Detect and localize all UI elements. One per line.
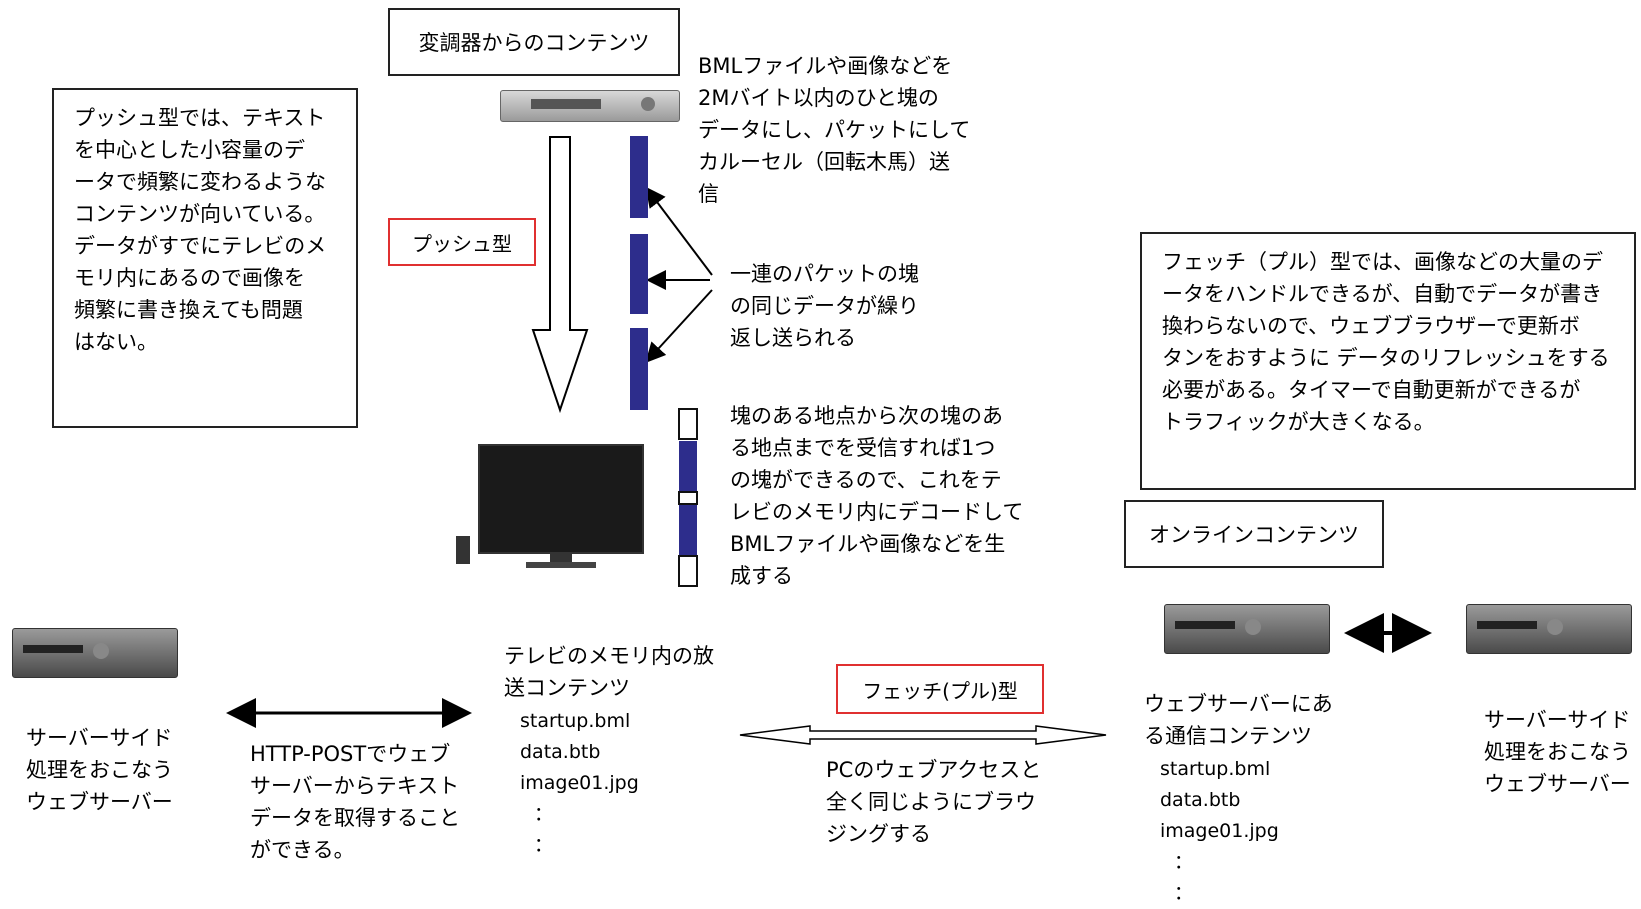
fetch-double-arrow xyxy=(739,725,1107,745)
web-file-item: data.btb xyxy=(1160,789,1241,811)
web-file-item: ： xyxy=(1174,851,1194,873)
tv-file-item: ： xyxy=(534,803,554,825)
push-down-arrow xyxy=(531,136,589,414)
http-post-description: HTTP-POSTでウェブ サーバーからテキスト データを取得すること ができる… xyxy=(250,742,460,862)
push-type-label: プッシュ型 xyxy=(412,231,512,256)
carousel-description: BMLファイルや画像などを 2Mバイト以内のひと塊の データにし、パケットにして… xyxy=(698,54,971,206)
right-server-icon xyxy=(1466,604,1632,654)
received-packet-top xyxy=(678,408,698,440)
remote-icon xyxy=(456,536,470,564)
online-content-title: オンラインコンテンツ xyxy=(1149,523,1359,547)
web-file-list: startup.bml data.btb image01.jpg ： ： xyxy=(1160,754,1279,909)
fetch-explanation-text: フェッチ（プル）型では、画像などの大量のデ ータをハンドルできるが、自動でデータ… xyxy=(1162,250,1610,434)
web-content-title: ウェブサーバーにあ る通信コンテンツ xyxy=(1144,692,1333,748)
tv-icon xyxy=(478,444,644,572)
tv-file-item: image01.jpg xyxy=(520,772,639,794)
tv-memory-title: テレビのメモリ内の放 送コンテンツ xyxy=(504,644,714,700)
fetch-type-label: フェッチ(プル)型 xyxy=(862,678,1018,703)
tv-file-item: data.btb xyxy=(520,741,601,763)
received-packet-gap xyxy=(678,491,698,505)
right-server-label: サーバーサイド 処理をおこなう ウェブサーバー xyxy=(1484,708,1631,796)
repeat-description: 一連のパケットの塊 の同じデータが繰り 返し送られる xyxy=(730,262,919,350)
modulator-title: 変調器からのコンテンツ xyxy=(418,31,650,55)
fetch-type-label-box: フェッチ(プル)型 xyxy=(836,664,1044,714)
left-server-icon xyxy=(12,628,178,678)
received-packet-block-2 xyxy=(679,505,697,555)
left-server-label: サーバーサイド 処理をおこなう ウェブサーバー xyxy=(26,726,173,814)
push-explanation-box: プッシュ型では、テキスト を中心とした小容量のデ ータで頻繁に変わるような コン… xyxy=(52,88,358,428)
fetch-explanation-box: フェッチ（プル）型では、画像などの大量のデ ータをハンドルできるが、自動でデータ… xyxy=(1140,232,1636,490)
modulator-title-box: 変調器からのコンテンツ xyxy=(388,8,680,76)
tv-file-item: ： xyxy=(534,834,554,856)
middle-server-icon xyxy=(1164,604,1330,654)
packet-block-3 xyxy=(630,328,648,410)
packet-block-1 xyxy=(630,136,648,218)
push-explanation-text: プッシュ型では、テキスト を中心とした小容量のデ ータで頻繁に変わるような コン… xyxy=(74,106,327,354)
tv-file-list: startup.bml data.btb image01.jpg ： ： xyxy=(520,706,639,861)
modulator-device-icon xyxy=(500,90,680,122)
tv-file-item: startup.bml xyxy=(520,710,631,732)
online-content-title-box: オンラインコンテンツ xyxy=(1124,500,1384,568)
pointer-arrow-3 xyxy=(645,289,713,363)
browse-description: PCのウェブアクセスと 全く同じようにブラウ ジングする xyxy=(826,758,1042,846)
web-file-item: ： xyxy=(1174,882,1194,904)
received-packet-block-1 xyxy=(679,441,697,491)
decode-description: 塊のある地点から次の塊のあ る地点までを受信すれば1つ の塊ができるので、これを… xyxy=(730,404,1024,588)
push-type-label-box: プッシュ型 xyxy=(388,218,536,266)
pointer-arrow-1 xyxy=(645,186,713,276)
web-file-item: startup.bml xyxy=(1160,758,1271,780)
packet-block-2 xyxy=(630,234,648,314)
received-packet-bottom xyxy=(678,555,698,587)
web-file-item: image01.jpg xyxy=(1160,820,1279,842)
